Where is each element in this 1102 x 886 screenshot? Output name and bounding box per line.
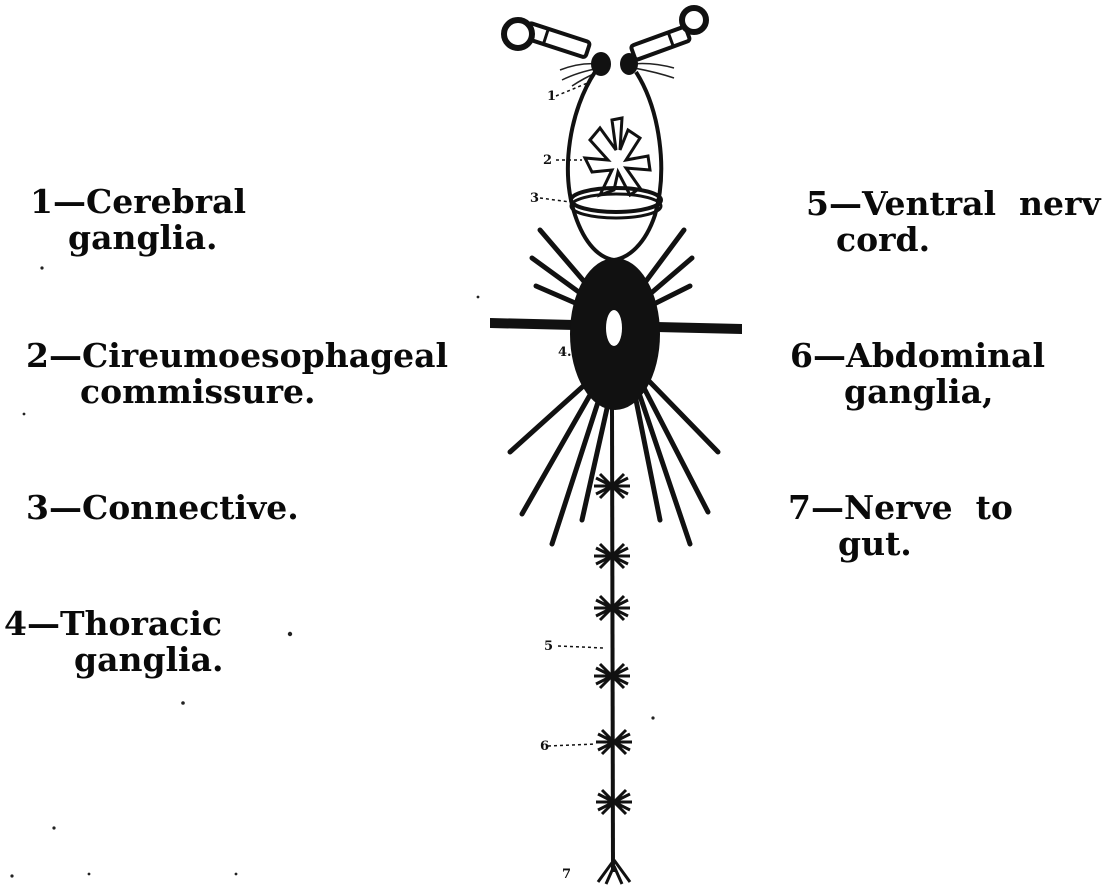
marker-6: 6 <box>540 739 549 754</box>
marker-3: 3 <box>530 191 539 206</box>
marker-1: 1 <box>547 89 556 104</box>
marker-7: 7 <box>562 867 571 882</box>
cerebral-ganglia-shape <box>591 52 638 76</box>
eye-stalks <box>504 8 706 60</box>
head-bristles <box>560 64 674 87</box>
marker-5: 5 <box>544 639 553 654</box>
marker-4: 4. <box>558 345 572 360</box>
connective-ring <box>571 188 661 212</box>
marker-2: 2 <box>543 153 552 168</box>
commissure-star <box>585 118 650 195</box>
